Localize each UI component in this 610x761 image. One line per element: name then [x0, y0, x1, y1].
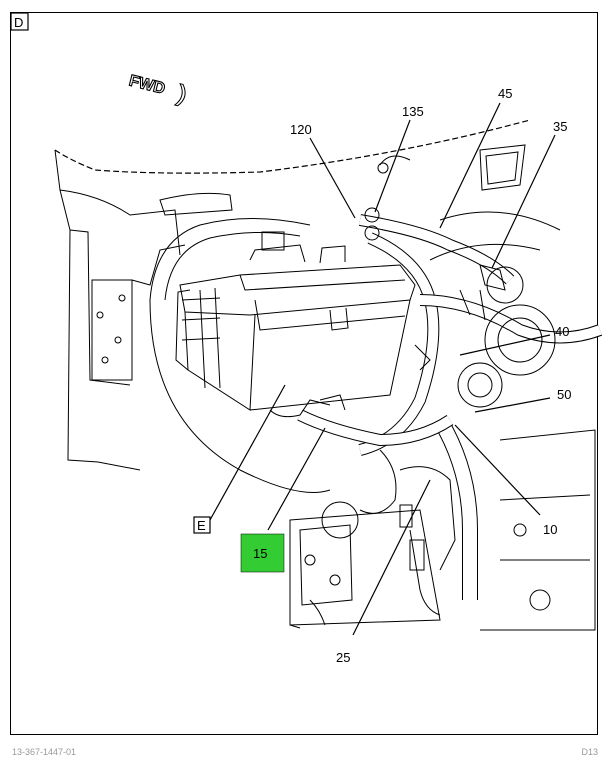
footer-left-text: 13-367-1447-01	[12, 747, 77, 757]
leader-135	[374, 119, 411, 213]
fwd-arrow-icon	[173, 82, 186, 107]
leader-25	[352, 479, 431, 636]
leader-35	[491, 134, 556, 269]
callout-45: 45	[498, 86, 512, 101]
callout-50: 50	[557, 387, 571, 402]
callout-labels: 120 135 45 35 40 50 10 25 15 E	[193, 86, 571, 665]
fwd-label: FWD	[127, 73, 166, 98]
callout-10: 10	[543, 522, 557, 537]
leader-lines	[209, 102, 556, 636]
callout-120: 120	[290, 122, 312, 137]
view-letter-box: D	[10, 12, 29, 31]
leader-15	[267, 427, 326, 531]
leader-45	[439, 102, 501, 229]
callout-35: 35	[553, 119, 567, 134]
diagram-frame	[10, 12, 598, 735]
leader-120	[309, 137, 356, 219]
callout-E: E	[197, 518, 206, 533]
fwd-indicator: FWD	[127, 72, 186, 107]
callout-135: 135	[402, 104, 424, 119]
leader-50	[474, 397, 551, 413]
callout-40: 40	[555, 324, 569, 339]
callout-15: 15	[253, 546, 267, 561]
leader-40	[459, 334, 551, 356]
callout-15-highlight: 15	[240, 533, 285, 573]
callout-E-box: E	[193, 516, 211, 534]
callout-25: 25	[336, 650, 350, 665]
engine-illustration	[54, 119, 603, 631]
leader-E	[209, 384, 286, 521]
leader-10	[454, 424, 541, 516]
footer-right-text: D13	[581, 747, 598, 757]
view-letter: D	[14, 15, 23, 30]
